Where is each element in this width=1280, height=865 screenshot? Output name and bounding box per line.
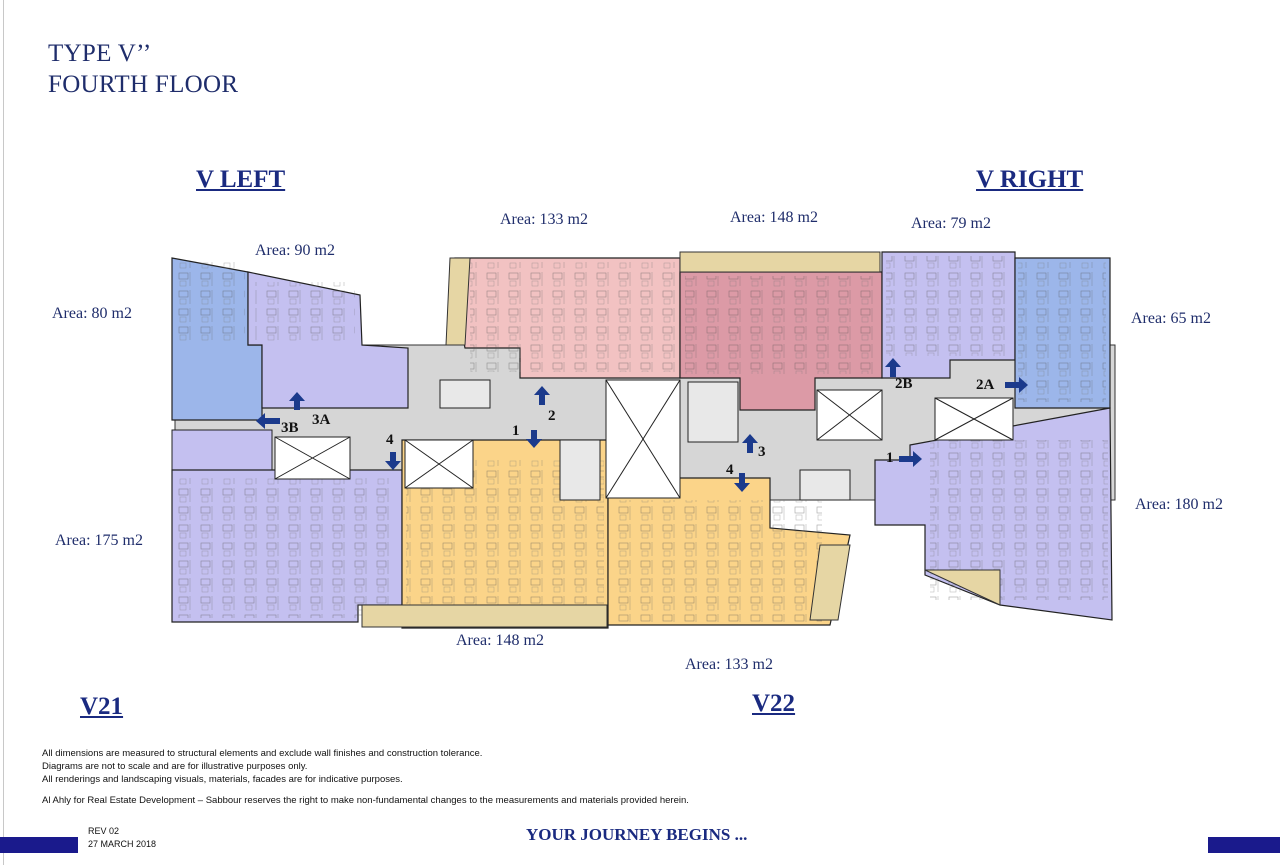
unit-left-strip xyxy=(171,429,273,471)
disclaimer-line-3: All renderings and landscaping visuals, … xyxy=(42,774,403,785)
area-label-180: Area: 180 m2 xyxy=(1135,496,1223,513)
arrow-2a-icon xyxy=(1005,377,1028,393)
arrow-1-left-icon xyxy=(526,430,542,448)
area-label-133-top: Area: 133 m2 xyxy=(500,211,588,228)
entrance-2a: 2A xyxy=(976,377,995,393)
entrance-3a: 3A xyxy=(312,412,331,428)
label-v21: V21 xyxy=(80,693,124,720)
entrance-1-left: 1 xyxy=(512,423,520,439)
furniture-layer xyxy=(175,256,1108,624)
arrow-3-icon xyxy=(742,434,758,453)
elevator-left xyxy=(439,379,491,409)
stair-center xyxy=(559,439,601,501)
page-edge-line xyxy=(3,0,4,865)
shaft-left-center xyxy=(404,439,474,489)
balcony-top xyxy=(679,251,881,273)
arrow-4-right-icon xyxy=(734,473,750,492)
area-label-175: Area: 175 m2 xyxy=(55,532,143,549)
title-type: TYPE V’’ xyxy=(48,40,152,67)
arrow-3b-icon xyxy=(256,413,280,429)
entrance-1-right: 1 xyxy=(886,450,894,466)
disclaimer-line-1: All dimensions are measured to structura… xyxy=(42,748,483,759)
entrance-2: 2 xyxy=(548,408,556,424)
arrow-group xyxy=(256,358,1028,492)
entrance-2b: 2B xyxy=(895,376,913,392)
page-title: TYPE V’’ FOURTH FLOOR xyxy=(48,38,238,100)
label-v-right: V RIGHT xyxy=(976,166,1084,193)
arrow-1-right-icon xyxy=(899,451,922,467)
balcony-bottom-right xyxy=(809,544,851,621)
stair-right xyxy=(687,381,739,443)
entrance-4-left: 4 xyxy=(386,432,394,448)
area-label-79: Area: 79 m2 xyxy=(911,215,991,232)
label-v22: V22 xyxy=(752,690,796,717)
disclaimer-line-2: Diagrams are not to scale and are for il… xyxy=(42,761,308,772)
entrance-3: 3 xyxy=(758,444,766,460)
footer-bar-left xyxy=(0,837,78,853)
area-label-90: Area: 90 m2 xyxy=(255,242,335,259)
elevator-right xyxy=(799,469,851,501)
title-floor: FOURTH FLOOR xyxy=(48,71,239,98)
area-label-148-top: Area: 148 m2 xyxy=(730,209,818,226)
shaft-left xyxy=(274,436,351,480)
arrow-3a-icon xyxy=(289,392,305,410)
area-label-133-bottom: Area: 133 m2 xyxy=(685,656,773,673)
area-label-80: Area: 80 m2 xyxy=(52,305,132,322)
footer-bar-right xyxy=(1208,837,1280,853)
balcony-right xyxy=(924,569,1001,606)
arrow-4-left-icon xyxy=(385,452,401,470)
revision-number: REV 02 xyxy=(88,826,120,836)
balcony-bottom-left xyxy=(361,604,608,628)
revision-date: 27 MARCH 2018 xyxy=(88,839,157,849)
entrance-4-right: 4 xyxy=(726,462,734,478)
area-label-65: Area: 65 m2 xyxy=(1131,310,1211,327)
arrow-2-icon xyxy=(534,386,550,405)
balcony-top-left xyxy=(445,257,471,346)
shaft-right xyxy=(934,397,1014,441)
label-v-left: V LEFT xyxy=(196,166,286,193)
shaft-right-center xyxy=(816,389,883,441)
shaft-center xyxy=(605,379,681,499)
arrow-2b-icon xyxy=(885,358,901,377)
tagline: YOUR JOURNEY BEGINS ... xyxy=(526,825,748,844)
entrance-3b: 3B xyxy=(281,420,299,436)
disclaimer-line-4: Al Ahly for Real Estate Development – Sa… xyxy=(42,795,689,806)
area-label-148-bottom: Area: 148 m2 xyxy=(456,632,544,649)
